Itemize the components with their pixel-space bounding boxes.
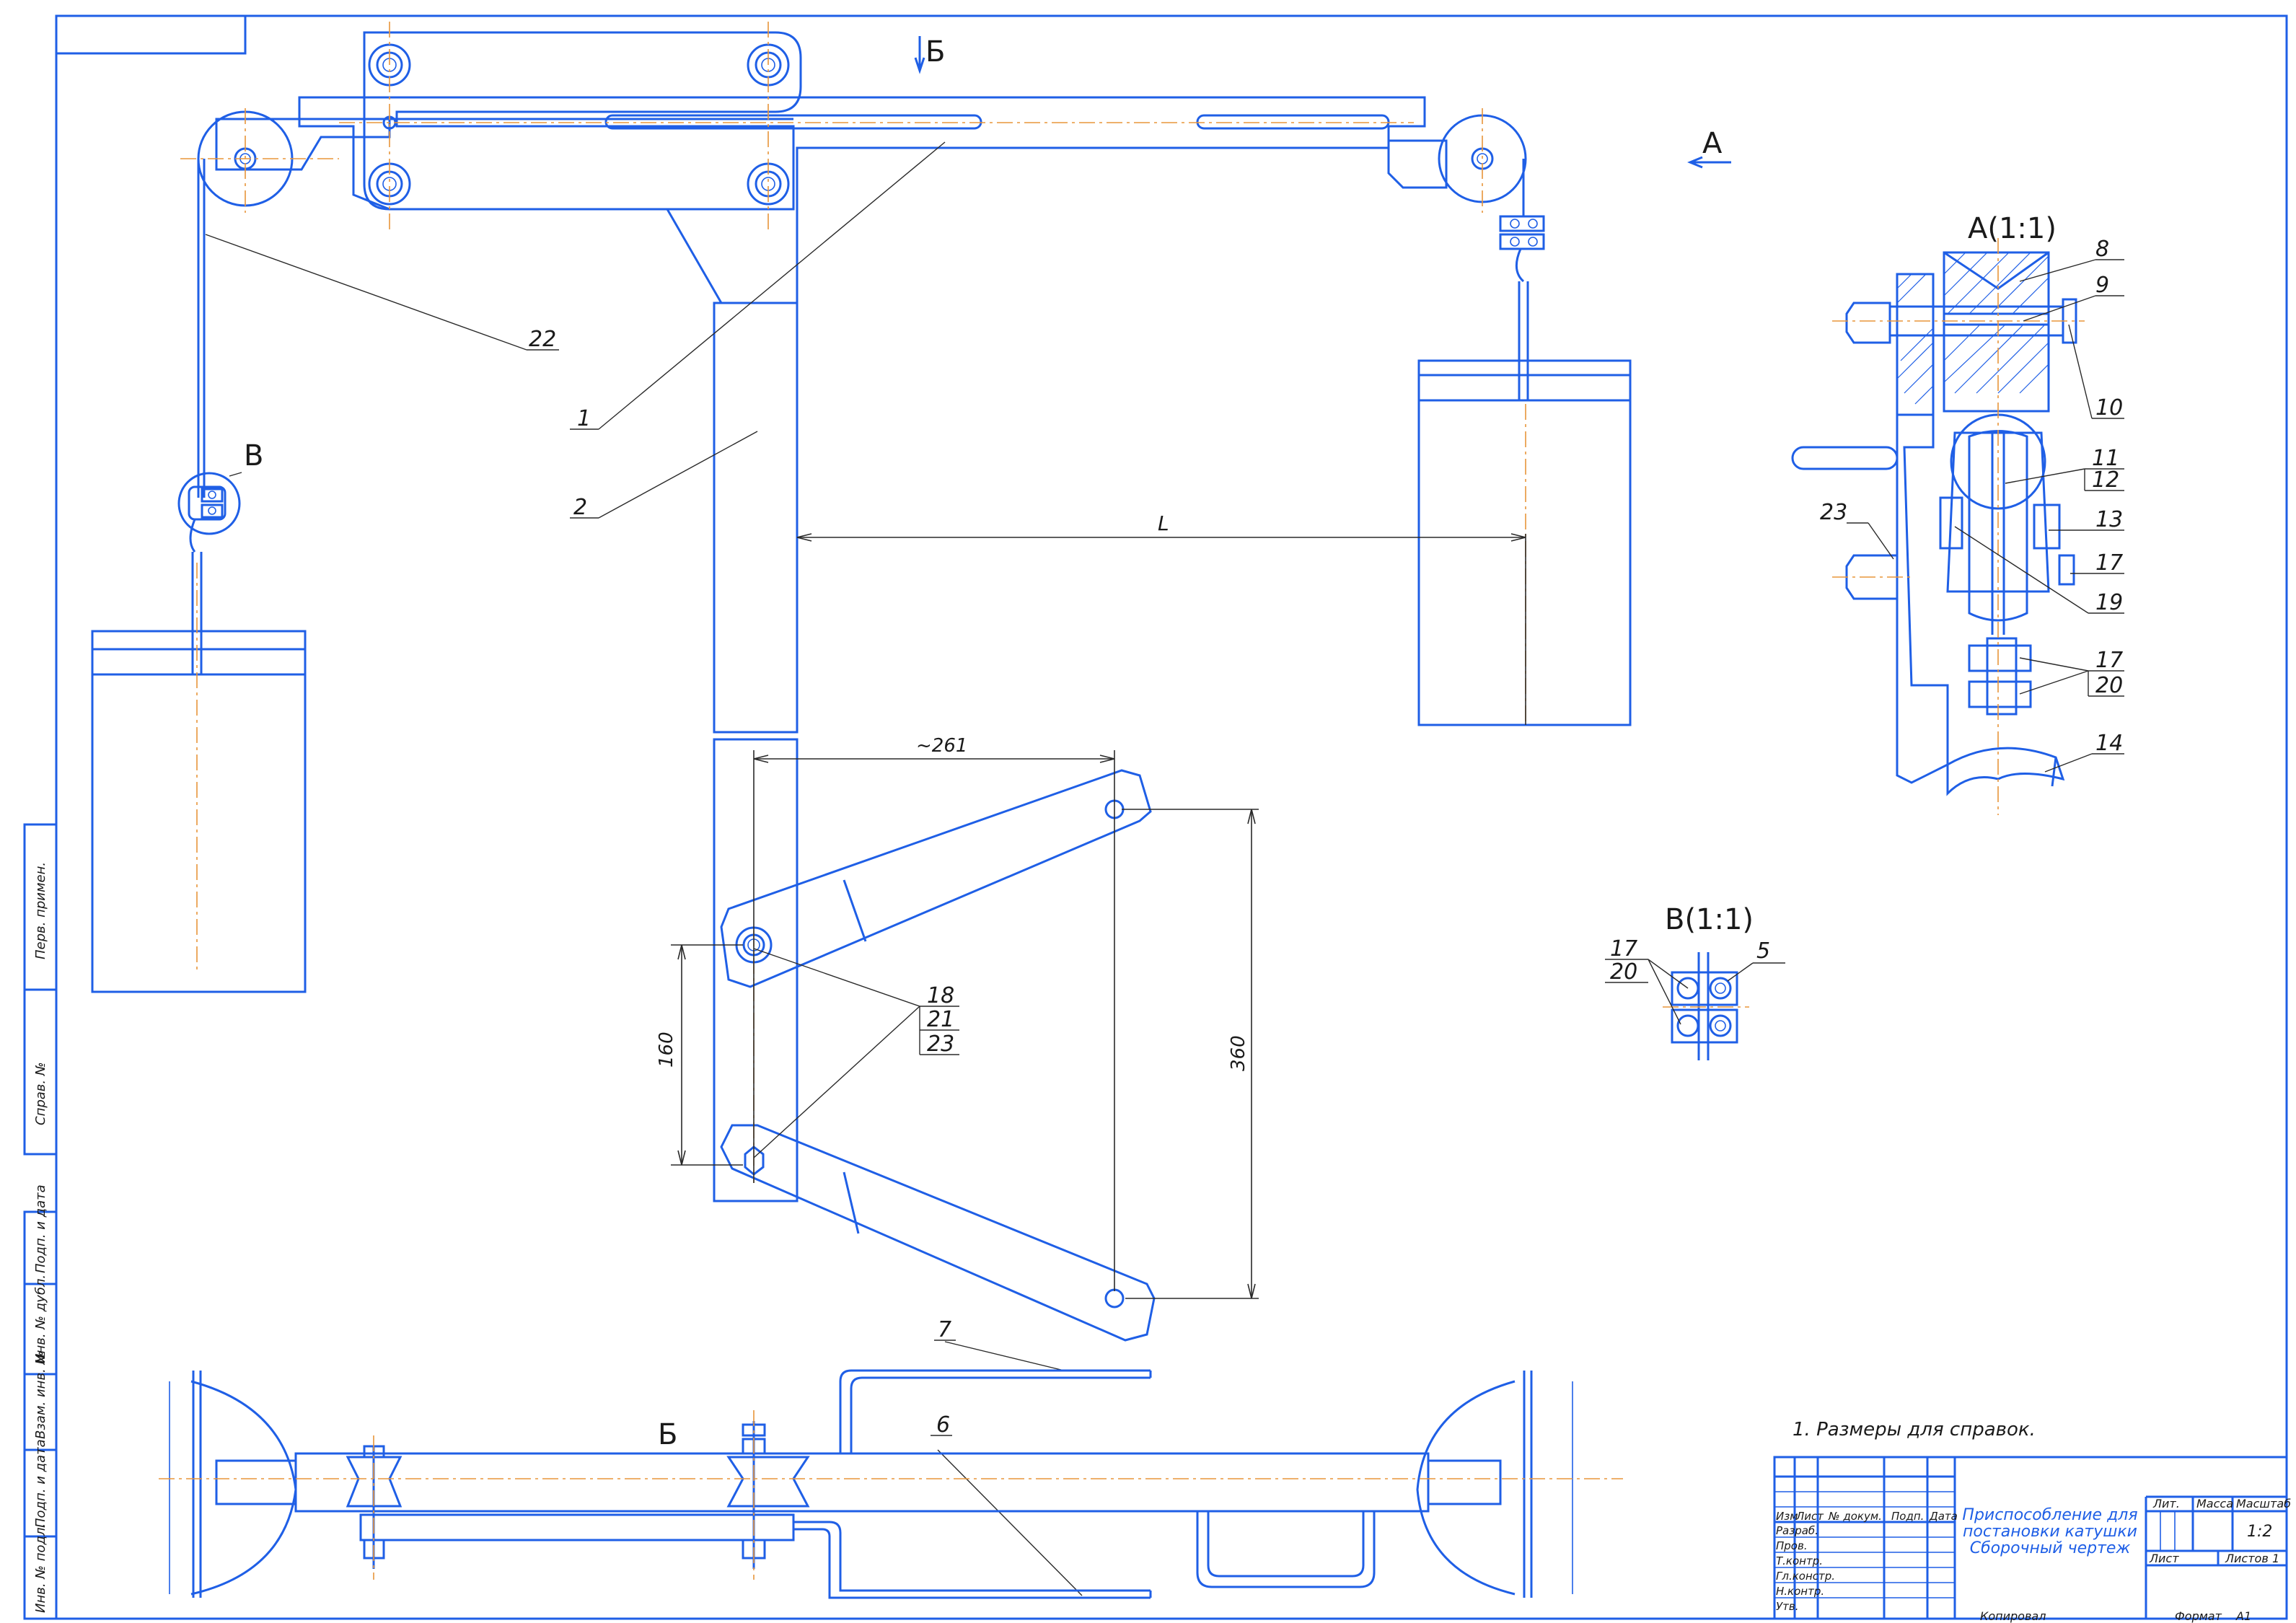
svg-text:23: 23	[927, 1032, 954, 1057]
svg-text:360: 360	[1228, 1035, 1249, 1071]
svg-text:19: 19	[2095, 590, 2123, 615]
clamp-icon	[1499, 215, 1545, 250]
svg-text:17: 17	[2095, 550, 2123, 576]
roller-icon	[726, 1421, 810, 1569]
svg-text:8: 8	[2095, 237, 2109, 262]
tb-role: Н.контр.	[1776, 1585, 1824, 1598]
svg-text:23: 23	[1820, 500, 1847, 525]
svg-text:17: 17	[1610, 936, 1637, 962]
pulley-right-icon	[1387, 114, 1527, 203]
svg-text:13: 13	[2095, 507, 2123, 532]
view-b: Б	[159, 1369, 1623, 1599]
tb-header: Лист	[1795, 1510, 1824, 1523]
tb-lit: Лит.	[2152, 1497, 2180, 1510]
side-strip: Перв. примен. Справ. № Подп. и дата Инв.…	[23, 823, 58, 1620]
strip-label: Справ. №	[33, 1062, 48, 1125]
svg-text:Б: Б	[925, 35, 945, 69]
right-weight	[1417, 159, 1632, 726]
strip-label: Подп. и дата	[33, 1439, 48, 1528]
view-a: А(1:1)	[1791, 212, 2085, 815]
svg-text:2: 2	[573, 495, 587, 520]
tb-scale: Масштаб	[2236, 1497, 2291, 1510]
svg-text:17: 17	[2095, 648, 2123, 673]
clamp-icon	[201, 488, 224, 519]
svg-text:В(1:1): В(1:1)	[1665, 903, 1754, 936]
leaders-main: 1 2 6 7 22 18 21 23	[205, 141, 1083, 1596]
tb-scale-value: 1:2	[2247, 1523, 2272, 1541]
svg-text:7: 7	[938, 1317, 951, 1342]
tb-role: Пров.	[1776, 1539, 1808, 1552]
view-a-arrow: А	[1687, 127, 1731, 169]
title-block: Изм Лист № докум. Подп. Дата Разраб. Про…	[1773, 1456, 2291, 1620]
tb-sheets: Листов	[2225, 1552, 2269, 1565]
tb-role: Утв.	[1776, 1600, 1799, 1613]
tb-header: Изм	[1776, 1510, 1798, 1523]
svg-text:L: L	[1158, 511, 1169, 535]
tb-header: Подп.	[1891, 1510, 1924, 1523]
tb-header: Дата	[1929, 1510, 1958, 1523]
hatch	[1896, 273, 1934, 405]
tb-mass: Масса	[2196, 1497, 2233, 1510]
svg-text:5: 5	[1756, 938, 1770, 964]
hatch	[1943, 252, 2049, 394]
svg-text:22: 22	[529, 327, 556, 352]
svg-text:А: А	[1702, 127, 1723, 160]
strip-label: Перв. примен.	[33, 862, 48, 959]
tb-sheet: Лист	[2149, 1552, 2179, 1565]
svg-text:6: 6	[936, 1412, 950, 1438]
strip-label: Инв. № дубл.	[33, 1275, 48, 1363]
svg-text:Б: Б	[658, 1418, 677, 1451]
tb-title-line: постановки катушки	[1963, 1523, 2137, 1541]
svg-text:21: 21	[927, 1007, 954, 1032]
svg-text:9: 9	[2095, 273, 2109, 298]
tb-role: Т.контр.	[1776, 1554, 1823, 1567]
strip-label: Инв. № подл.	[33, 1523, 48, 1613]
copied-label: Копировал	[1980, 1609, 2046, 1623]
dimension-160: 160	[656, 944, 743, 1166]
section-mark-top: Б	[914, 35, 945, 74]
left-weight: В	[91, 159, 307, 993]
format-value: A1	[2235, 1609, 2251, 1623]
column	[713, 302, 799, 1202]
svg-text:А(1:1): А(1:1)	[1968, 212, 2057, 245]
tb-role: Разраб.	[1776, 1524, 1818, 1537]
top-arm	[180, 22, 1527, 304]
tb-title-line: Сборочный чертеж	[1970, 1539, 2131, 1557]
svg-text:20: 20	[1610, 959, 1637, 985]
svg-text:20: 20	[2095, 673, 2123, 698]
svg-text:10: 10	[2095, 395, 2123, 421]
technical-note: 1. Размеры для справок.	[1793, 1419, 2036, 1441]
svg-text:В: В	[244, 439, 263, 472]
dimension-261: ~261	[753, 735, 1115, 1291]
strip-label: Взам. инв. №	[33, 1351, 48, 1439]
svg-text:11: 11	[2092, 446, 2119, 471]
view-v: В(1:1) 17 20 5	[1605, 903, 1785, 1060]
svg-text:18: 18	[927, 983, 954, 1008]
svg-text:160: 160	[656, 1032, 677, 1068]
dimension-360: 360	[1122, 809, 1259, 1299]
tb-sheets-value: 1	[2272, 1552, 2279, 1565]
svg-text:~261: ~261	[916, 735, 967, 757]
svg-text:14: 14	[2095, 731, 2123, 756]
tb-title-line: Приспособление для	[1962, 1506, 2137, 1524]
svg-text:1: 1	[577, 406, 591, 431]
format-label: Формат	[2175, 1609, 2222, 1623]
leaders-view-a: 8 9 10 11 12 13 17 23 19 17 20 14	[1820, 237, 2124, 773]
svg-text:12: 12	[2092, 467, 2119, 493]
drawing-frame	[55, 14, 2288, 1620]
dimension-l: L	[796, 511, 1526, 542]
tb-header: № докум.	[1828, 1510, 1882, 1523]
strip-label: Подп. и дата	[33, 1184, 48, 1273]
tb-role: Гл.констр.	[1776, 1570, 1835, 1583]
